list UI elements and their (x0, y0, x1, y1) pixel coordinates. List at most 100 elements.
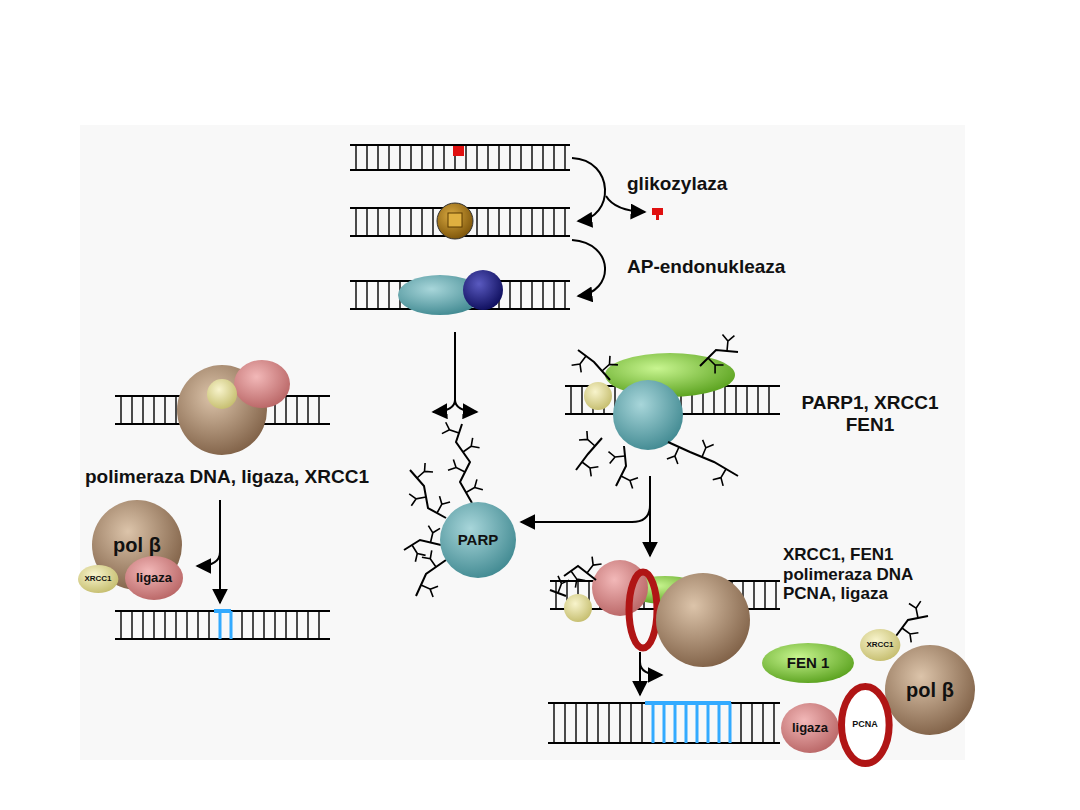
annotation-label: PARP1, XRCC1 FEN1 (790, 392, 950, 436)
base-pair (388, 145, 389, 170)
ligase-circle: ligaza (125, 556, 183, 600)
chain-branch (437, 496, 450, 513)
chain-branch (902, 628, 918, 642)
polymerase-shape (656, 573, 750, 667)
base-pair (465, 145, 466, 170)
parp-circle: PARP (440, 502, 516, 578)
base-pair (296, 611, 297, 639)
base-pair (564, 208, 565, 236)
node-label-group: ligaza (792, 721, 828, 735)
new-nucleotide (219, 611, 222, 639)
chain-line (404, 540, 441, 550)
base-pair (120, 611, 121, 639)
excised-base (652, 208, 663, 215)
dna-backbone (115, 638, 330, 640)
base-pair (751, 703, 752, 743)
ligase-shape (592, 560, 648, 616)
new-nucleotide (696, 703, 699, 743)
polymer-chain (572, 350, 618, 380)
node-label-group: pol β (113, 534, 161, 556)
xrcc1-shape (584, 382, 612, 410)
chain-branch (442, 422, 459, 433)
base-pair (285, 396, 286, 424)
base-pair (197, 611, 198, 639)
base-pair (564, 703, 565, 743)
base-pair (542, 208, 543, 236)
base-pair (296, 396, 297, 424)
chain-branch (572, 356, 586, 372)
node-outline (885, 645, 975, 735)
base-pair (630, 703, 631, 743)
node-label: ligaza (792, 721, 828, 735)
dna-backbone (350, 144, 570, 146)
base-pair (608, 703, 609, 743)
base-pair (509, 145, 510, 170)
parp1-shape (613, 380, 683, 450)
chain-branch (558, 576, 569, 593)
base-pair (520, 145, 521, 170)
base-pair (432, 145, 433, 170)
glycosylase-core (448, 213, 462, 227)
chain-branch (421, 585, 438, 597)
xrcc1-shape (207, 379, 237, 409)
flow-arrow (454, 332, 456, 400)
node-label: ligaza (136, 571, 172, 585)
damaged-base (453, 146, 464, 156)
node-label: XRCC1 (84, 575, 111, 584)
base-pair (443, 145, 444, 170)
chain-branch (722, 335, 734, 351)
base-pair (241, 611, 242, 639)
new-nucleotide (663, 703, 666, 743)
base-pair (487, 145, 488, 170)
new-nucleotide (214, 609, 231, 613)
background-panel (80, 125, 965, 760)
base-pair (355, 281, 356, 309)
chain-branch (702, 440, 714, 457)
excised-base-stem (656, 215, 659, 220)
base-pair (432, 208, 433, 236)
chain-branch (571, 571, 585, 588)
base-pair (388, 281, 389, 309)
new-nucleotide (718, 703, 721, 743)
chain-line (700, 350, 738, 366)
node-outline (841, 687, 889, 764)
arrows (197, 158, 662, 695)
base-pair (175, 396, 176, 424)
flow-arrow (433, 400, 455, 412)
xrcc1-circle: XRCC1 (78, 565, 118, 593)
base-pair (208, 611, 209, 639)
base-pair (498, 208, 499, 236)
base-pair (120, 396, 121, 424)
chain-branch (422, 550, 436, 567)
new-nucleotide (652, 703, 655, 743)
dna-strands (115, 145, 780, 743)
chain-branch (621, 476, 638, 489)
base-pair (263, 611, 264, 639)
base-pair (564, 281, 565, 309)
node-label-group: FEN 1 (787, 655, 830, 672)
base-pair (498, 145, 499, 170)
release-arrow (640, 662, 662, 675)
dna-backbone (115, 610, 330, 612)
polymer-chain (700, 335, 738, 374)
node-label-group: XRCC1 (84, 575, 111, 584)
base-pair (252, 611, 253, 639)
base-pair (153, 396, 154, 424)
flow-arrow (521, 505, 650, 522)
ligase-shape (234, 360, 290, 408)
node-label-group: pol β (906, 679, 954, 701)
dna-strand (350, 145, 570, 170)
new-nucleotide (645, 701, 731, 705)
base-pair (421, 145, 422, 170)
base-pair (476, 145, 477, 170)
chain-branch (412, 545, 426, 562)
base-pair (153, 611, 154, 639)
chain-branch (409, 494, 426, 506)
base-pair (542, 145, 543, 170)
dna-strand (548, 703, 780, 743)
node-label-group: PARP (458, 532, 499, 549)
base-pair (768, 386, 769, 414)
chain-branch (602, 356, 618, 371)
chain-branch (579, 431, 595, 446)
